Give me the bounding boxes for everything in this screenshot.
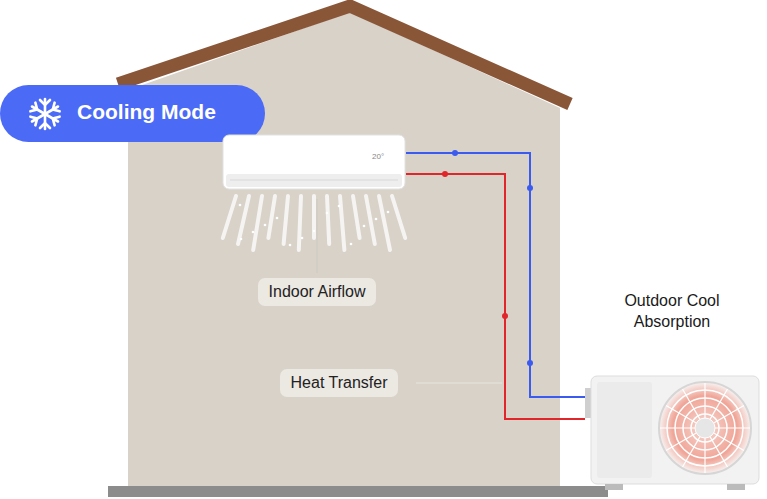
airflow-stroke [312, 196, 316, 238]
ground-strip [108, 486, 608, 497]
air-particle [264, 224, 267, 227]
airflow-stroke [353, 196, 360, 238]
airflow-stroke [340, 196, 344, 250]
unit-heading: Outdoor Cool Absorption [602, 290, 742, 332]
indoor-unit: 20° [222, 134, 406, 191]
air-particle [326, 212, 329, 215]
pipe-dot [442, 171, 448, 177]
pipe-dot [527, 360, 533, 366]
airflow-stroke [327, 196, 329, 244]
mode-title: Cooling Mode [77, 100, 216, 124]
air-particle [240, 238, 243, 241]
air-particle [375, 218, 378, 221]
snowflake-icon [27, 96, 63, 132]
air-particle [363, 225, 366, 228]
outdoor-unit: Outdoor Cool Absorption [585, 288, 763, 494]
airflow-lines [223, 196, 405, 250]
airflow-stroke [299, 196, 301, 250]
airflow-stroke [379, 196, 390, 250]
callout-label: Indoor Airflow [258, 278, 377, 306]
temperature-display: 20° [372, 152, 384, 161]
pipe-dot [502, 313, 508, 319]
air-particle [313, 230, 316, 233]
pipe-dot [527, 185, 533, 191]
air-particle [338, 205, 341, 208]
leader-line [316, 199, 317, 273]
air-particle [239, 204, 242, 207]
indoor-unit-body [222, 134, 406, 191]
pipe-dot [452, 150, 458, 156]
air-particle [301, 237, 304, 240]
airflow-stroke [253, 196, 262, 250]
outdoor-unit-body [585, 374, 763, 494]
airflow-stroke [268, 196, 275, 238]
air-particle [387, 211, 390, 214]
cold-pipe [406, 153, 585, 397]
airflow-stroke [223, 196, 236, 238]
airflow-stroke [284, 196, 288, 244]
airflow-stroke [238, 196, 249, 244]
hot-pipe [406, 174, 585, 419]
house-wall [128, 12, 560, 487]
airflow-stroke [392, 196, 405, 238]
callout-label: Heat Transfer [280, 369, 399, 397]
air-particle [276, 217, 279, 220]
leader-line [416, 382, 502, 383]
mode-badge: Cooling Mode [0, 85, 265, 142]
airflow-stroke [366, 196, 375, 244]
air-particle [289, 244, 292, 247]
air-particle [350, 243, 353, 246]
air-particle [252, 231, 255, 234]
